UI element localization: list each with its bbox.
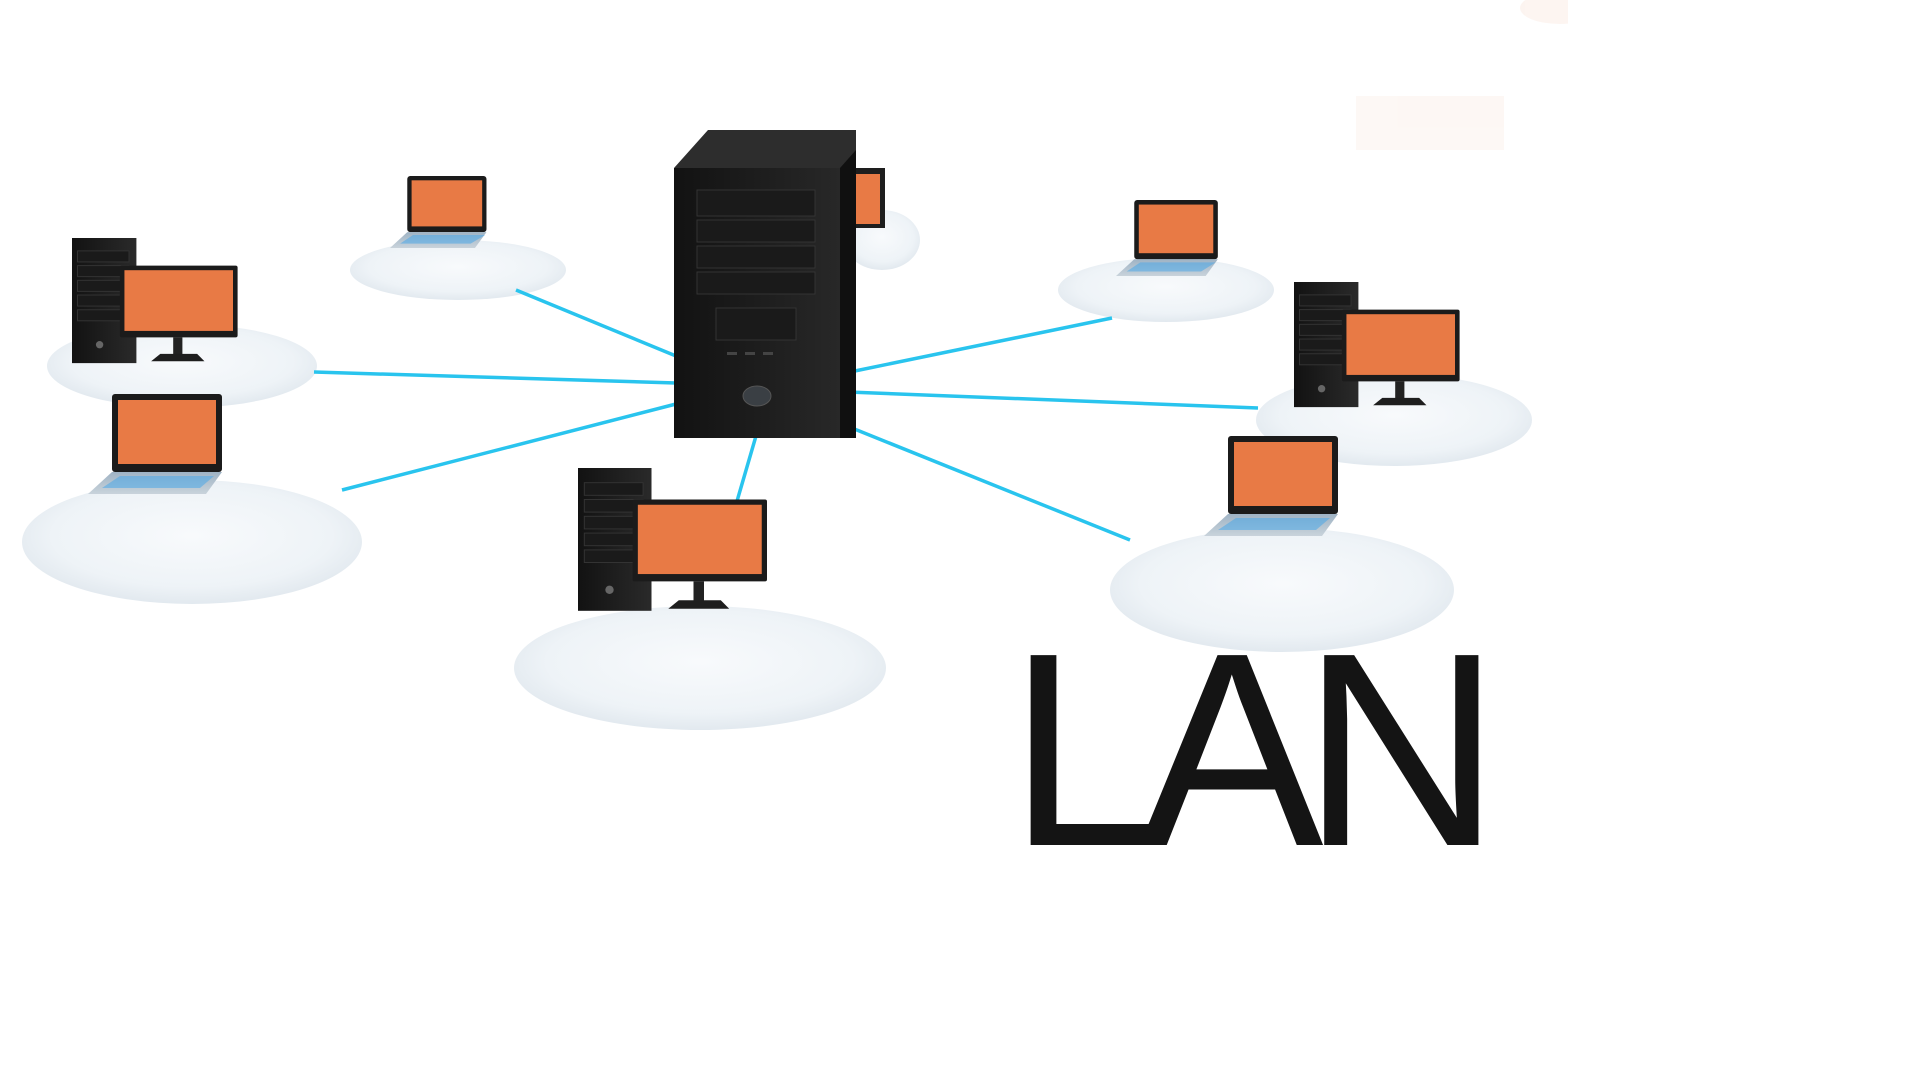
laptop-icon [88,394,222,494]
network-link [841,422,1131,542]
screen [637,504,762,575]
platform [514,606,886,730]
monitor-stand [668,600,730,609]
laptop-icon [1116,200,1218,276]
desktop-computer-icon [1294,282,1460,408]
network-link [847,390,1259,410]
screen [1138,204,1214,254]
platform [350,240,566,300]
keyboard [1126,262,1216,272]
devices [72,176,1460,611]
platform [1110,528,1454,652]
screen [124,270,233,331]
desktop-computer-icon [578,468,767,611]
diagram-title: LAN [1008,596,1501,904]
platform [1058,258,1274,322]
monitor-stand [151,353,205,362]
network-link [313,370,677,385]
network-link [341,402,677,492]
server-icon [674,130,885,438]
monitor-stand [1373,397,1427,406]
keyboard [400,235,486,244]
platform [22,480,362,604]
screen [411,180,483,227]
network-diagram [22,0,1568,730]
keyboard [102,476,214,488]
screen [1234,442,1332,506]
desktop-computer-icon [72,238,238,364]
laptop-icon [390,176,487,248]
network-link [849,316,1113,374]
keyboard [1218,518,1330,530]
corner-watermark [1356,0,1568,150]
screen [118,400,216,464]
network-link [515,288,677,358]
screen [1346,314,1455,375]
laptop-icon [1204,436,1338,536]
